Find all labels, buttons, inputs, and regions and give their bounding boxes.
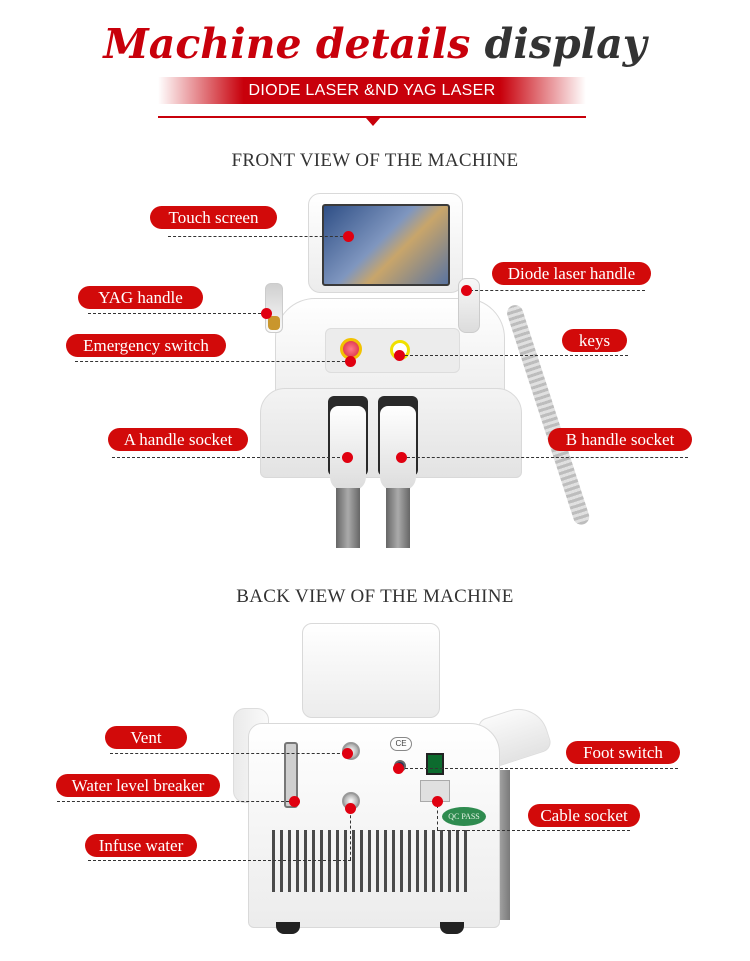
back-view-title: BACK VIEW OF THE MACHINE [236, 586, 514, 607]
marker-water-level-breaker [289, 796, 300, 807]
header-divider [158, 116, 586, 118]
leader-line-keys [400, 355, 628, 356]
marker-b-handle-socket [396, 452, 407, 463]
leader-line-cable-socket [437, 830, 630, 831]
label-infuse-water: Infuse water [85, 834, 197, 857]
marker-emergency-switch [345, 356, 356, 367]
label-diode-laser-handle: Diode laser handle [492, 262, 651, 285]
water-level-gauge [284, 742, 298, 808]
back-foot-right [440, 922, 464, 934]
back-foot-left [276, 922, 300, 934]
label-water-level-breaker: Water level breaker [56, 774, 220, 797]
marker-infuse-water [345, 803, 356, 814]
page-title: Machine details display [0, 18, 750, 70]
leader-line-vent [110, 753, 350, 754]
title-dark-part: display [484, 20, 647, 68]
leader-line-cable-socket-vertical [437, 805, 438, 830]
leader-line-b-handle-socket [402, 457, 688, 458]
back-screen-panel [302, 623, 440, 718]
marker-yag-handle [261, 308, 272, 319]
leader-line-touch-screen [168, 236, 348, 237]
touch-screen-display [322, 204, 450, 286]
leader-line-yag-handle [88, 313, 266, 314]
label-a-handle-socket: A handle socket [108, 428, 248, 451]
label-vent: Vent [105, 726, 187, 749]
subtitle-banner: DIODE LASER &ND YAG LASER [158, 77, 586, 104]
front-view-title: FRONT VIEW OF THE MACHINE [231, 150, 519, 171]
marker-touch-screen [343, 231, 354, 242]
handle-a [330, 406, 366, 491]
ventilation-grille [272, 830, 467, 892]
handle-b [380, 406, 416, 491]
label-cable-socket: Cable socket [528, 804, 640, 827]
marker-a-handle-socket [342, 452, 353, 463]
power-switch [426, 753, 444, 775]
label-emergency-switch: Emergency switch [66, 334, 226, 357]
leader-line-a-handle-socket [112, 457, 350, 458]
leader-line-infuse-water [88, 860, 351, 861]
marker-foot-switch [393, 763, 404, 774]
label-foot-switch: Foot switch [566, 741, 680, 764]
marker-vent [342, 748, 353, 759]
cable-b [386, 488, 410, 548]
cable-a [336, 488, 360, 548]
back-machine-image: CE QC PASS [230, 620, 560, 950]
marker-cable-socket [432, 796, 443, 807]
qc-pass-sticker: QC PASS [442, 807, 486, 826]
label-keys: keys [562, 329, 627, 352]
leader-line-infuse-water-vertical [350, 810, 351, 860]
divider-arrow-icon [366, 118, 380, 126]
leader-line-emergency-switch [75, 361, 350, 362]
leader-line-foot-switch [400, 768, 678, 769]
label-touch-screen: Touch screen [150, 206, 277, 229]
leader-line-water-level-breaker [57, 801, 294, 802]
label-b-handle-socket: B handle socket [548, 428, 692, 451]
ce-mark: CE [390, 737, 412, 751]
yag-gold-tip [268, 316, 280, 330]
title-red-part: Machine details [103, 20, 471, 68]
leader-line-diode-laser-handle [470, 290, 645, 291]
marker-diode-laser-handle [461, 285, 472, 296]
front-machine-image [230, 188, 592, 568]
label-yag-handle: YAG handle [78, 286, 203, 309]
marker-keys [394, 350, 405, 361]
